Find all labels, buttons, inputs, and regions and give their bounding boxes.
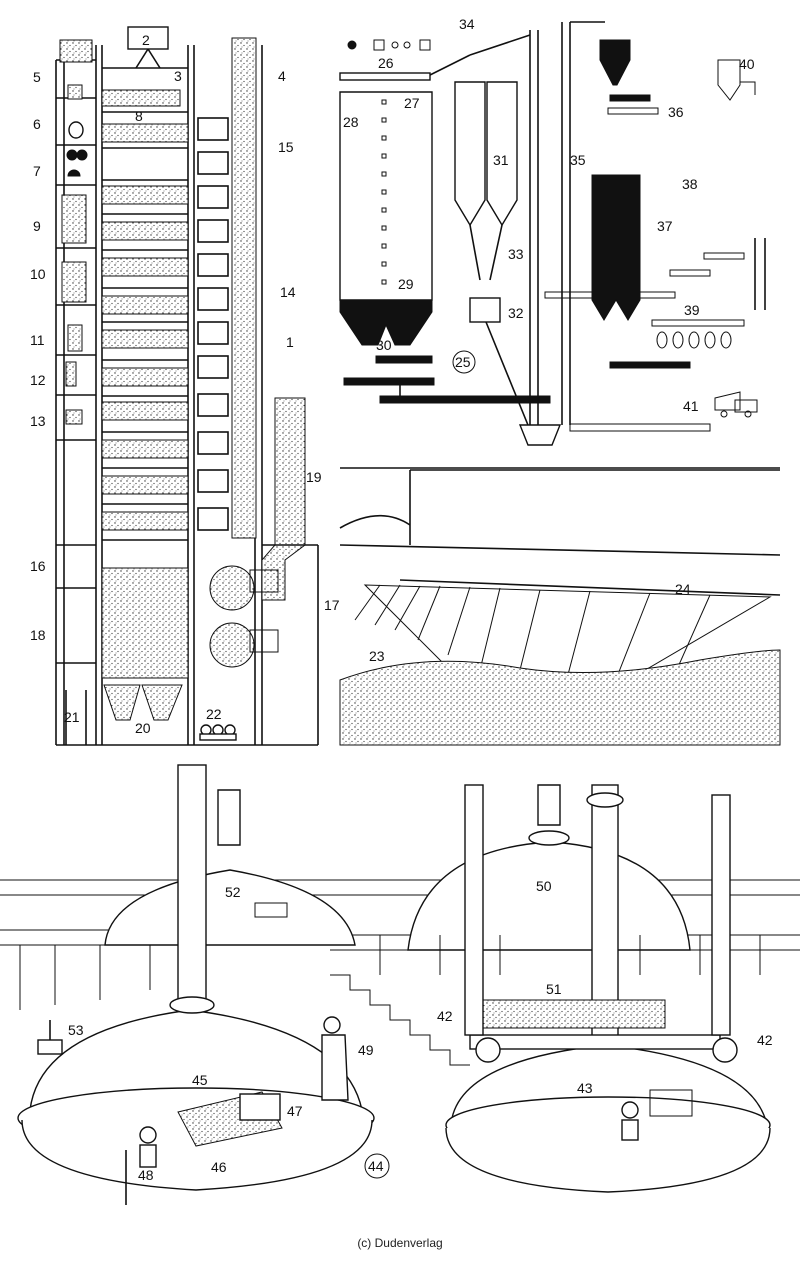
label-35: 35 xyxy=(570,152,586,168)
label-42-right: 42 xyxy=(757,1032,773,1048)
germination-section xyxy=(339,467,781,746)
label-53: 53 xyxy=(68,1022,84,1038)
label-40: 40 xyxy=(739,56,755,72)
label-37: 37 xyxy=(657,218,673,234)
label-3: 3 xyxy=(174,68,182,84)
label-19: 19 xyxy=(306,469,322,485)
label-16: 16 xyxy=(30,558,46,574)
label-47: 47 xyxy=(287,1103,303,1119)
label-6: 6 xyxy=(33,116,41,132)
label-11: 11 xyxy=(30,332,45,348)
label-4: 4 xyxy=(278,68,286,84)
label-5: 5 xyxy=(33,69,41,85)
label-13: 13 xyxy=(30,413,46,429)
label-23: 23 xyxy=(369,648,385,664)
label-21: 21 xyxy=(64,709,80,725)
label-34: 34 xyxy=(459,16,475,32)
label-43: 43 xyxy=(577,1080,593,1096)
label-17: 17 xyxy=(324,597,340,613)
label-15: 15 xyxy=(278,139,294,155)
copyright-notice: (c) Dudenverlag xyxy=(357,1236,443,1250)
label-52: 52 xyxy=(225,884,241,900)
label-28: 28 xyxy=(343,114,359,130)
label-7: 7 xyxy=(33,163,41,179)
label-32: 32 xyxy=(508,305,524,321)
label-31: 31 xyxy=(493,152,509,168)
label-41: 41 xyxy=(683,398,699,414)
label-50: 50 xyxy=(536,878,552,894)
label-46: 46 xyxy=(211,1159,227,1175)
label-38: 38 xyxy=(682,176,698,192)
label-30: 30 xyxy=(376,337,392,353)
label-27: 27 xyxy=(404,95,420,111)
label-45: 45 xyxy=(192,1072,208,1088)
label-42-left: 42 xyxy=(437,1008,453,1024)
label-18: 18 xyxy=(30,627,46,643)
malting-tower xyxy=(55,26,319,746)
label-26: 26 xyxy=(378,55,394,71)
label-51: 51 xyxy=(546,981,562,997)
silo-plant xyxy=(339,21,766,446)
label-14: 14 xyxy=(280,284,296,300)
label-1: 1 xyxy=(286,334,294,350)
label-8: 8 xyxy=(135,108,143,124)
label-22: 22 xyxy=(206,706,222,722)
label-39: 39 xyxy=(684,302,700,318)
label-9: 9 xyxy=(33,218,41,234)
label-49: 49 xyxy=(358,1042,374,1058)
label-25: 25 xyxy=(455,354,471,370)
callout-labels: 1 2 3 4 5 6 7 8 9 10 11 12 13 14 15 16 1… xyxy=(30,16,773,1183)
label-2: 2 xyxy=(142,32,150,48)
label-10: 10 xyxy=(30,266,46,282)
brewhouse xyxy=(0,764,800,1205)
label-33: 33 xyxy=(508,246,524,262)
label-12: 12 xyxy=(30,372,46,388)
label-24: 24 xyxy=(675,581,691,597)
label-29: 29 xyxy=(398,276,414,292)
label-20: 20 xyxy=(135,720,151,736)
label-48: 48 xyxy=(138,1167,154,1183)
label-36: 36 xyxy=(668,104,684,120)
label-44: 44 xyxy=(368,1158,384,1174)
